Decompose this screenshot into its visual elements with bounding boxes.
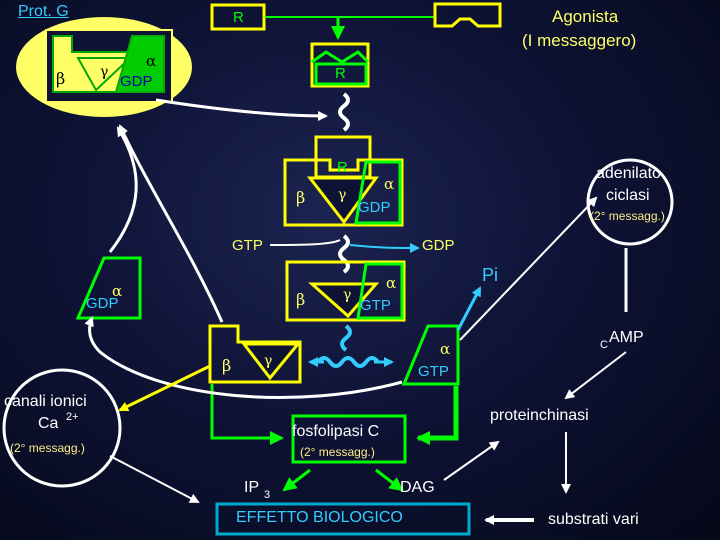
bound-receptor (310, 42, 370, 88)
plc-line1: fosfolipasi C (292, 423, 380, 440)
ip3-label: IP (244, 479, 260, 496)
oval-gdp: GDP (120, 73, 153, 90)
complex-receptor-label: R (337, 159, 348, 176)
channel-line3: (2° messagg.) (10, 441, 85, 455)
camp-main: AMP (609, 329, 644, 346)
membrane-receptor (210, 2, 502, 40)
ac-line1: adenilato (596, 165, 661, 182)
dissociation-squiggle (340, 324, 352, 352)
complex-alpha: α (384, 175, 395, 193)
gtp-protein-gamma: γ (343, 287, 352, 303)
bg-to-channel-arrow (118, 364, 211, 412)
alpha-return-arrow (84, 316, 403, 399)
top-receptor-label: R (233, 9, 244, 26)
complex-beta: β (296, 188, 306, 207)
free-alpha-gtp-alpha: α (440, 340, 451, 358)
free-gamma: γ (264, 353, 273, 369)
alpha-gtp-subunit (401, 324, 460, 386)
free-beta: β (222, 356, 232, 375)
channel-line1: canali ionici (4, 393, 87, 410)
complex-gdp: GDP (358, 199, 391, 216)
gtp-in-arrow (269, 239, 341, 246)
bg-to-plc-arrow (210, 384, 284, 445)
gtp-protein-gtp: GTP (360, 297, 391, 314)
effect-box (215, 502, 471, 536)
pi-release-arrow (456, 286, 482, 331)
kinase-label: proteinchinasi (490, 407, 589, 424)
plc-line2: (2° messagg.) (300, 445, 375, 459)
agonist-subtitle: (I messaggero) (522, 31, 637, 50)
gtp-protein-alpha: α (386, 274, 397, 292)
free-alpha-gtp-label: GTP (418, 363, 449, 380)
complex-gamma: γ (338, 187, 347, 203)
plc-to-dag-arrow (375, 468, 404, 492)
substrates-label: substrati vari (548, 511, 639, 528)
signal-squiggle-1 (338, 92, 350, 132)
plc-to-ip3-arrow (282, 468, 311, 492)
prot-g-oval (16, 17, 192, 117)
g-protein-gtp (285, 260, 406, 322)
free-alpha-gdp-alpha: α (112, 282, 123, 300)
gtp-protein-beta: β (296, 290, 306, 309)
ac-line3: (2° messagg.) (590, 209, 665, 223)
alpha-to-plc-arrow (416, 386, 459, 445)
pi-label: Pi (482, 265, 499, 285)
channel-to-effect-arrow (109, 455, 200, 503)
ip3-subscript: 3 (264, 489, 271, 501)
gtp-in-label: GTP (232, 237, 263, 254)
channel-superscript: 2+ (66, 411, 79, 423)
alpha-recycle-arrow (108, 126, 138, 253)
oval-alpha: α (146, 52, 157, 70)
gdp-out-arrow (349, 242, 420, 253)
dissociation-wave (316, 356, 380, 368)
effect-label: EFFETTO BIOLOGICO (236, 509, 403, 526)
alpha-gdp-subunit (75, 256, 142, 320)
ion-channel-circle (2, 368, 122, 488)
gdp-out-label: GDP (422, 237, 455, 254)
phospholipase-box (291, 414, 407, 464)
bound-receptor-label: R (335, 65, 346, 82)
ac-line2: ciclasi (606, 187, 650, 204)
beta-gamma-subunit (208, 324, 302, 384)
oval-gamma: γ (100, 64, 109, 80)
oval-beta: β (56, 69, 66, 88)
channel-line2: Ca (38, 415, 59, 432)
dag-label: DAG (400, 479, 435, 496)
protg-to-receptor-arrow (155, 98, 328, 121)
bg-recycle-arrow (118, 124, 224, 323)
receptor-g-complex (283, 135, 404, 227)
prot-g-link[interactable]: Prot. G (18, 3, 69, 20)
alpha-to-ac-arrow (459, 196, 598, 341)
camp-to-kinase-arrow (564, 351, 627, 400)
signal-squiggle-2 (338, 234, 350, 274)
camp-prefix: C (600, 339, 608, 351)
free-alpha-gdp-label: GDP (86, 295, 119, 312)
agonist-title: Agonista (552, 7, 619, 26)
dag-to-kinase-arrow (443, 440, 500, 481)
adenylate-cyclase-circle (586, 158, 674, 246)
